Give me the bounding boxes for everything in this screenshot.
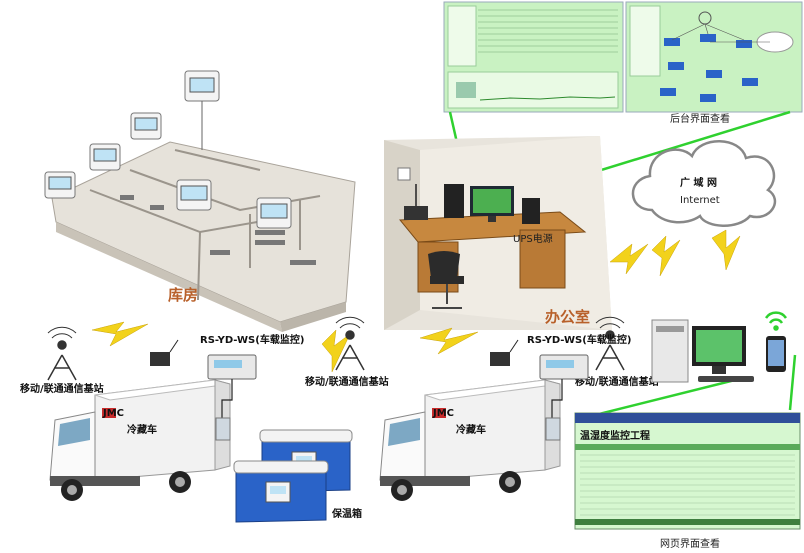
refrigerated-truck-1: JMC 冷藏车 [49, 379, 231, 501]
device-label-1: RS-YD-WS(车载监控) [200, 333, 304, 346]
tower-icon [335, 316, 365, 371]
web-title: 温湿度监控工程 [580, 429, 650, 442]
client-devices [651, 311, 788, 383]
office-scene: UPS电源 办公室 [384, 136, 612, 330]
lightning-icon [711, 229, 741, 271]
truck-label-1: 冷藏车 [127, 423, 157, 436]
wan-label: 广 域 网 [680, 176, 717, 189]
truck-label-2: 冷藏车 [456, 423, 486, 436]
web-screen [574, 412, 801, 530]
refrigerated-truck-2: JMC 冷藏车 [379, 379, 561, 501]
wifi-icon [764, 311, 788, 331]
web-interface: 温湿度监控工程 网页界面查看 [574, 412, 801, 550]
cooler-box-label: 保温箱 [331, 507, 362, 520]
truck-brand-2: JMC [432, 408, 454, 419]
base-station-label-3: 移动/联通通信基站 [575, 375, 659, 388]
office-label: 办公室 [545, 308, 590, 326]
vehicle-devices: RS-YD-WS(车载监控) RS-YD-WS(车载监控) [150, 333, 631, 380]
internet-label: Internet [680, 195, 720, 206]
warehouse-label: 库房 [168, 286, 198, 304]
backend-view-label: 后台界面查看 [670, 112, 730, 125]
device-label-2: RS-YD-WS(车载监控) [527, 333, 631, 346]
lightning-bolts [91, 229, 741, 373]
lightning-icon [91, 321, 149, 347]
base-station-label-2: 移动/联通通信基站 [305, 375, 389, 388]
web-view-label: 网页界面查看 [660, 537, 720, 550]
base-stations [47, 316, 625, 381]
tower-icon [47, 326, 77, 381]
backend-screens: 后台界面查看 [443, 1, 803, 125]
warehouse-scene: 库房 [44, 70, 356, 332]
truck-brand-1: JMC [102, 408, 124, 419]
cooler-boxes: 保温箱 [233, 429, 362, 523]
lightning-icon [419, 327, 479, 355]
lightning-icon [651, 235, 681, 277]
internet-cloud: 广 域 网 Internet [631, 140, 777, 227]
base-station-label-1: 移动/联通通信基站 [20, 382, 104, 395]
lightning-icon [609, 243, 649, 275]
backend-chart [447, 71, 619, 109]
ups-label: UPS电源 [513, 232, 553, 245]
backend-table [478, 9, 618, 53]
tower-icon [595, 316, 625, 371]
warehouse-sensors [44, 70, 292, 229]
